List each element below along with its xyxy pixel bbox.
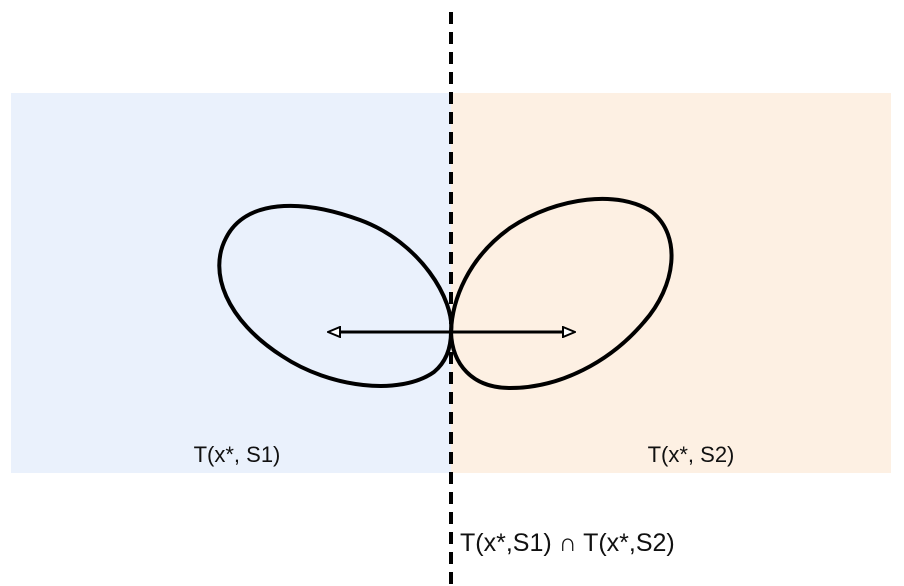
- right-region-label: T(x*, S2): [648, 442, 735, 467]
- left-cone-lobe: [217, 203, 454, 388]
- right-region: [451, 93, 891, 473]
- right-cone-lobe: [449, 196, 674, 390]
- left-region-label: T(x*, S1): [194, 442, 281, 467]
- left-region: [11, 93, 451, 473]
- intersection-label: T(x*,S1) ∩ T(x*,S2): [460, 529, 675, 557]
